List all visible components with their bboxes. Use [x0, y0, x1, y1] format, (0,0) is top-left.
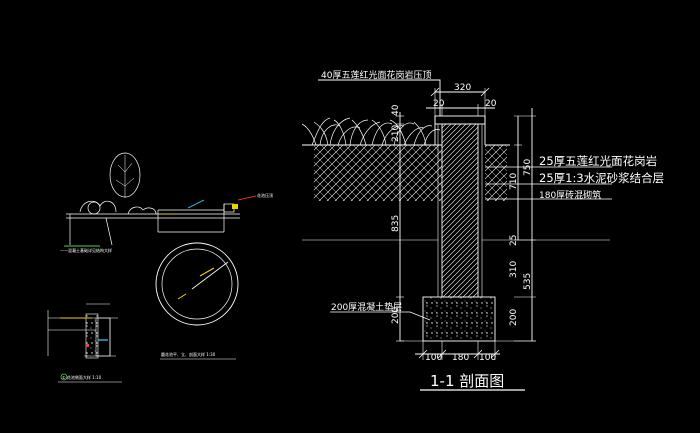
leader-cyan: [187, 199, 205, 209]
concrete-footing: [422, 296, 496, 342]
accent-mark-yellow: [232, 204, 238, 209]
note-mortar-bed: 25厚1:3水泥砂浆结合层: [539, 171, 664, 185]
note-coping: 40厚五莲红光面花岗岩压顶: [321, 69, 431, 81]
dim-inset-right: 20: [485, 99, 497, 109]
leader-red: [237, 195, 257, 201]
dim-base-100-left: 100: [425, 353, 442, 363]
dim-base-100-right: 100: [479, 353, 496, 363]
section-1-1: [301, 79, 612, 391]
note-concrete-footing: 200厚混凝土垫层: [331, 301, 402, 313]
dim-inset-left: 20: [433, 99, 445, 109]
dim-cap-40: 40: [391, 104, 401, 116]
wall-body: [441, 123, 479, 298]
dim-750: 750: [523, 159, 533, 176]
side-section-red: [86, 344, 89, 347]
dim-200-right: 200: [509, 309, 519, 326]
dim-base-180: 180: [452, 353, 469, 363]
soil-hatch-left: [314, 145, 442, 201]
dim-25: 25: [509, 235, 519, 246]
planting-elevation: [66, 152, 240, 246]
plan-outer-ring: [155, 242, 239, 326]
soil-hatch-right: [485, 145, 507, 201]
section-title: 1-1 剖面图: [430, 372, 504, 390]
dim-200-left: 200: [391, 307, 401, 324]
caption-round-planter: 圆花池平、立、剖面大样 1:30: [161, 351, 216, 357]
dim-535: 535: [523, 273, 533, 290]
callout-bubble: [60, 373, 68, 381]
dim-710: 710: [509, 173, 519, 190]
note-coping-callout: 花池压顶: [257, 192, 273, 198]
dim-310: 310: [509, 261, 519, 278]
coping-stone: [434, 115, 486, 125]
note-foundation: ——混凝土基础详见结构大样: [60, 247, 112, 253]
grass-plants: [301, 117, 441, 146]
dim-835: 835: [391, 215, 401, 232]
side-section-detail: [47, 303, 118, 359]
dim-top-width: 320: [454, 83, 471, 93]
note-finish-stone: 25厚五莲红光面花岗岩: [539, 154, 657, 168]
dim-210: 210: [391, 125, 401, 142]
note-brick-wall: 180厚砖混砌筑: [539, 189, 601, 201]
caption-side-detail: ① 花池侧面大样 1:10: [62, 374, 102, 380]
circular-plan: [155, 242, 239, 326]
plan-inner-ring: [161, 248, 233, 320]
